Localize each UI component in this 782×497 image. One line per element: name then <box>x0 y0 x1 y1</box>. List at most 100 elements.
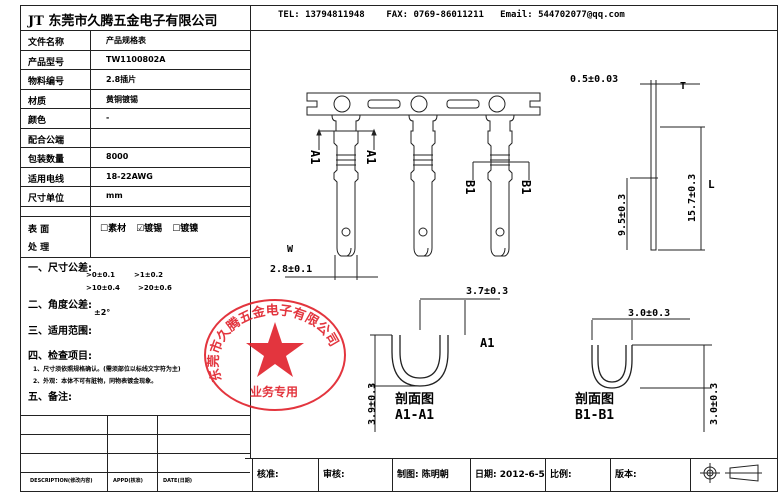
dim-tol: >10±0.4 <box>86 284 120 292</box>
terminal <box>408 114 438 257</box>
spec-value: 2.8插片 <box>106 75 137 84</box>
spec-label: 材质 <box>28 96 47 107</box>
ang-tol: ±2° <box>94 308 111 317</box>
pilot-hole <box>410 95 428 113</box>
cut-a1-label: A1 <box>308 150 322 164</box>
rev-description-header: DESCRIPTION(修改内容) <box>30 478 93 484</box>
divider <box>20 147 250 148</box>
section-b-name: B1-B1 <box>575 408 614 423</box>
cut-b1-label: B1 <box>519 180 533 194</box>
divider <box>20 30 778 31</box>
section-a1-label: A1 <box>480 336 494 350</box>
carrier-strip <box>306 92 541 116</box>
terminal <box>485 114 515 257</box>
divider <box>107 415 108 492</box>
inspect-title: 四、检查项目: <box>28 351 92 362</box>
title-block-review: 审核: <box>323 470 345 480</box>
divider <box>20 127 250 129</box>
l-label: L <box>708 178 715 191</box>
divider <box>392 458 393 492</box>
ang-tol-title: 二、角度公差: <box>28 300 92 311</box>
dim-tol: >20±0.6 <box>138 284 172 292</box>
inspect-item: 1、尺寸须依照规格确认。(需须部位以标线文字符为主) <box>33 366 181 373</box>
divider <box>90 30 91 257</box>
spec-value: 黄铜镀锡 <box>106 94 138 104</box>
spec-label: 适用电线 <box>28 174 65 185</box>
rev-date-header: DATE(日期) <box>163 478 193 484</box>
a1-height-dim: 3.9±0.3 <box>367 383 378 425</box>
drawing-frame <box>20 5 778 492</box>
divider <box>20 166 250 168</box>
company-stamp: 东莞市久腾五金电子有限公司 业务专用 <box>204 299 346 411</box>
divider <box>318 458 319 492</box>
rev-appd-header: APPD(核准) <box>113 478 143 484</box>
terminal <box>331 114 361 257</box>
divider <box>20 88 250 90</box>
pilot-hole <box>333 95 351 113</box>
company-title: JT 东莞市久腾五金电子有限公司 <box>28 14 218 29</box>
spec-value: TW1100802A <box>106 54 166 64</box>
b1-height-dim: 3.0±0.3 <box>709 383 720 425</box>
contact-info: TEL: 13794811948 FAX: 0769-86011211 Emai… <box>278 10 625 20</box>
spec-value: 8000 <box>106 152 129 161</box>
option-raw[interactable]: ☐素材 <box>100 224 127 234</box>
spec-value: mm <box>106 191 123 200</box>
title-block-drawn: 制图: 陈明朝 <box>397 470 449 480</box>
t-label: T <box>680 81 686 92</box>
spec-label: 物料编号 <box>28 77 65 87</box>
section-a-title: 剖面图 <box>395 391 434 407</box>
cut-a1-label: A1 <box>364 150 378 164</box>
divider <box>690 458 691 492</box>
surface-label-2: 处 理 <box>28 243 50 253</box>
remark-title: 五、备注: <box>28 392 72 403</box>
title-block-scale: 比例: <box>550 470 572 480</box>
title-block-date: 日期: 2012-6-5 <box>475 470 545 480</box>
divider <box>20 216 250 217</box>
a1-width-dim: 3.7±0.3 <box>466 286 508 297</box>
option-tin[interactable]: ☑镀锡 <box>136 224 163 234</box>
thickness-dim: 0.5±0.03 <box>570 74 618 85</box>
option-nickel[interactable]: ☐镀镍 <box>172 224 199 234</box>
spec-label: 包装数量 <box>28 155 65 165</box>
divider <box>245 458 778 459</box>
slot <box>446 99 480 109</box>
divider <box>20 205 250 207</box>
spec-value: 产品规格表 <box>106 36 146 45</box>
section-b-title: 剖面图 <box>575 391 614 407</box>
dim-tol: >0±0.1 <box>86 271 116 279</box>
divider <box>20 453 250 454</box>
spec-label: 颜色 <box>28 116 47 126</box>
title-block-version: 版本: <box>615 470 637 480</box>
divider <box>250 5 251 458</box>
b1-width-dim: 3.0±0.3 <box>628 308 670 319</box>
spec-label: 尺寸单位 <box>28 194 65 204</box>
divider <box>20 472 250 473</box>
w-label: W <box>287 244 294 255</box>
spec-label: 配合公端 <box>28 135 65 146</box>
divider <box>20 108 250 109</box>
cut-b1-label: B1 <box>463 180 477 194</box>
divider <box>20 434 250 435</box>
divider <box>20 415 250 416</box>
surface-options: ☐素材 ☑镀锡 ☐镀镍 <box>100 221 198 234</box>
svg-text:业务专用: 业务专用 <box>250 384 298 399</box>
divider <box>20 186 250 187</box>
surface-label: 表 面 <box>28 225 50 235</box>
inspect-item: 2、外观：本体不可有脏物，同物表镀金现象。 <box>33 378 158 385</box>
terminal-hole <box>341 227 351 237</box>
spec-label: 文件名称 <box>28 38 65 48</box>
section-a-name: A1-A1 <box>395 408 434 423</box>
dim-tol: >1±0.2 <box>134 271 164 279</box>
divider <box>252 458 253 492</box>
scope-title: 三、适用范围: <box>28 326 92 337</box>
divider <box>545 458 546 492</box>
pilot-hole <box>488 95 506 113</box>
divider <box>20 257 250 258</box>
width-dim: 2.8±0.1 <box>270 264 312 275</box>
length-tab-dim: 9.5±0.3 <box>617 194 628 236</box>
spec-value: 18-22AWG <box>106 171 153 181</box>
title-block-approve: 核准: <box>257 470 279 480</box>
dim-tol-title: 一、尺寸公差: <box>28 263 92 274</box>
projection-symbol-icon <box>700 463 762 483</box>
